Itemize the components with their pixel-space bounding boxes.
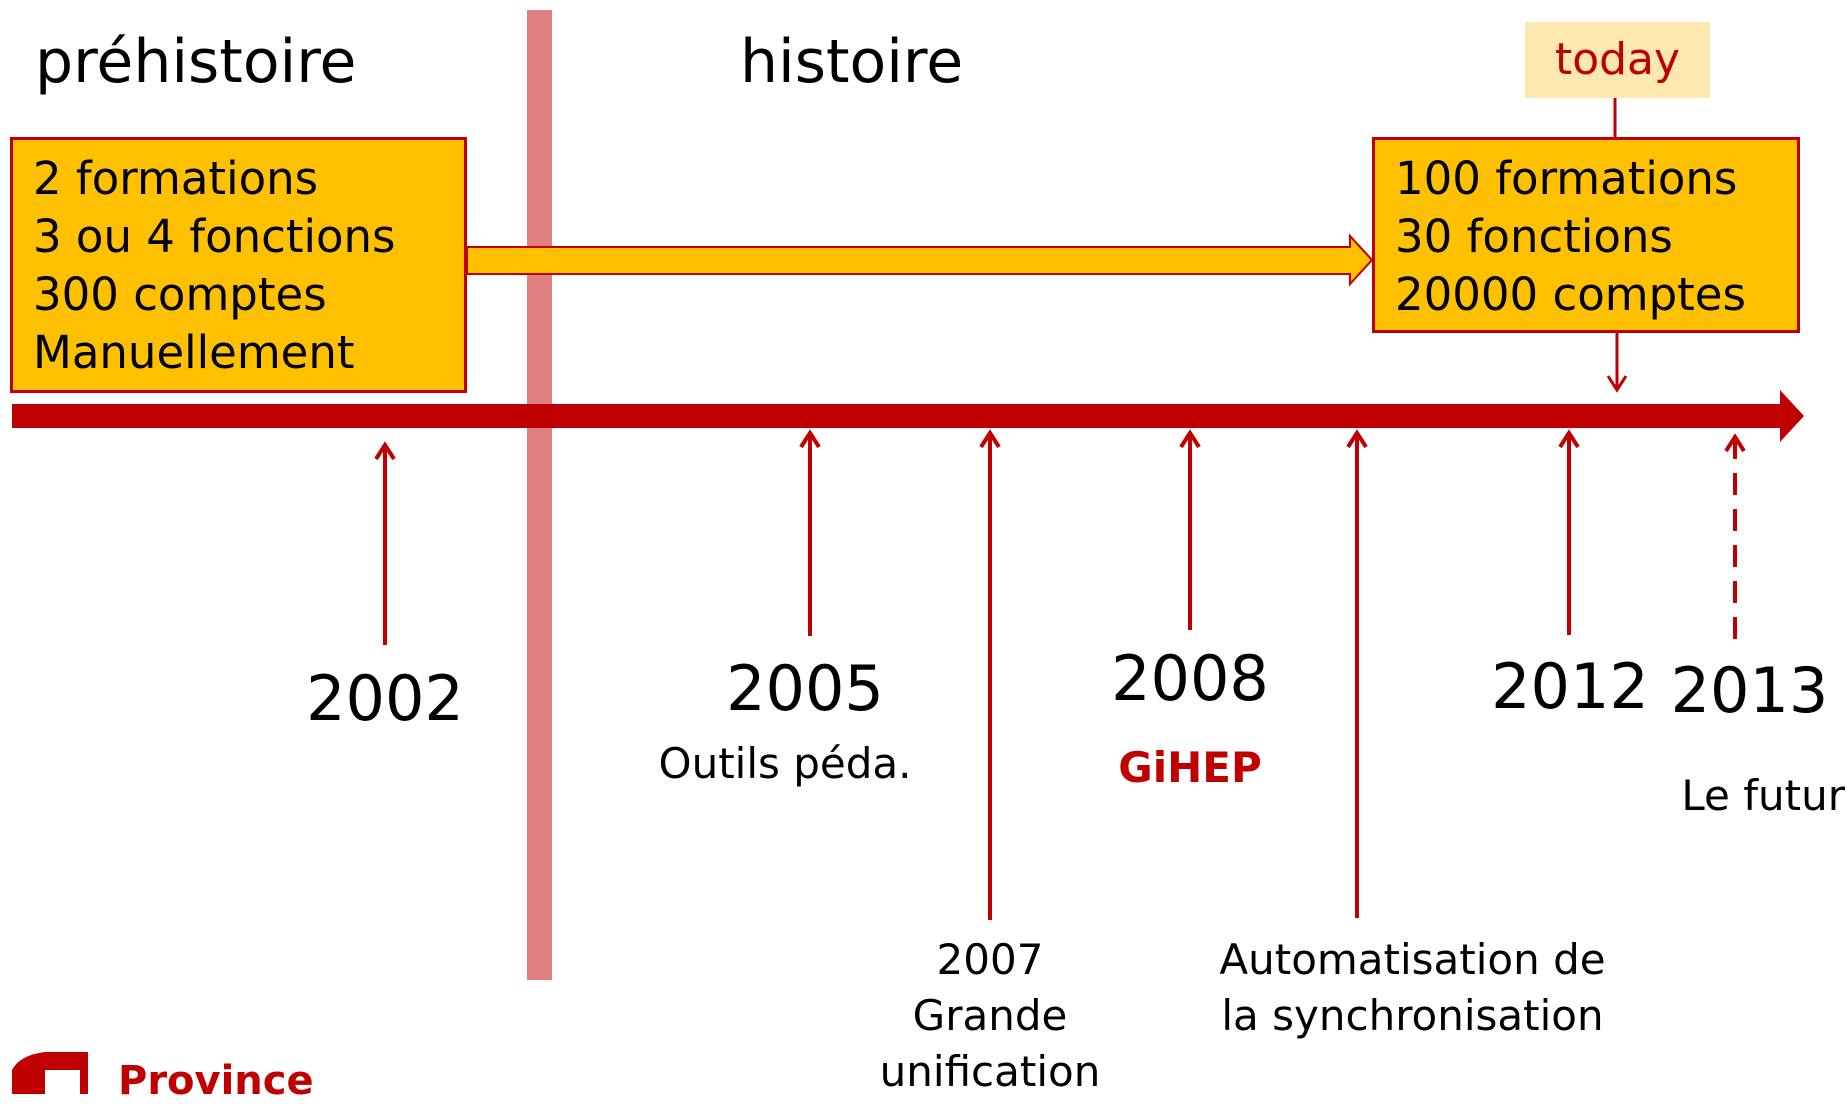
arrow-2008: [1179, 429, 1201, 630]
arrow-2013: [1724, 433, 1746, 648]
era-title-history: histoire: [740, 27, 964, 97]
stat-line: Manuellement: [33, 326, 355, 379]
stat-line: 2 formations: [33, 152, 319, 205]
prehistory-stats-box: 2 formations 3 ou 4 fonctions 300 compte…: [10, 137, 467, 393]
milestone-sync-line1: Automatisation de: [1219, 935, 1606, 984]
era-divider: [527, 10, 552, 980]
stat-line: 300 comptes: [33, 268, 327, 321]
stat-line: 100 formations: [1395, 152, 1738, 205]
now-marker-arrow: [1606, 333, 1628, 393]
year-2002: 2002: [306, 662, 464, 735]
arrow-sync: [1346, 429, 1368, 918]
province-logo-icon: [12, 1052, 88, 1094]
logo-text: Province: [118, 1058, 314, 1104]
arrow-2002: [374, 441, 396, 645]
today-stats-box: 100 formations 30 fonctions 20000 compte…: [1372, 137, 1800, 333]
stat-line: 20000 comptes: [1395, 268, 1746, 321]
stat-line: 30 fonctions: [1395, 210, 1673, 263]
era-title-prehistory: préhistoire: [35, 27, 357, 97]
arrow-2012: [1558, 429, 1580, 635]
stat-line: 3 ou 4 fonctions: [33, 210, 396, 263]
year-2013: 2013: [1670, 654, 1829, 727]
arrow-2005: [799, 429, 821, 636]
caption-gihep: GiHEP: [1118, 743, 1262, 792]
caption-2013: Le futur: [1681, 771, 1845, 820]
caption-2005: Outils péda.: [658, 739, 912, 788]
milestone-2007: 2007 Grande unification: [840, 932, 1140, 1100]
milestone-sync-line2: la synchronisation: [1221, 991, 1604, 1040]
today-badge: today: [1525, 22, 1710, 98]
milestone-2007-line2: Grande: [912, 991, 1068, 1040]
milestone-2007-line3: unification: [879, 1047, 1101, 1096]
milestone-2007-year: 2007: [936, 935, 1044, 984]
arrow-2007: [979, 429, 1001, 920]
milestone-sync: Automatisation de la synchronisation: [1190, 932, 1635, 1044]
today-label: today: [1554, 34, 1681, 85]
main-timeline: [12, 390, 1804, 442]
year-2005: 2005: [726, 652, 884, 725]
progress-arrow: [466, 233, 1374, 287]
year-2012: 2012: [1491, 650, 1649, 723]
year-2008: 2008: [1111, 642, 1269, 715]
